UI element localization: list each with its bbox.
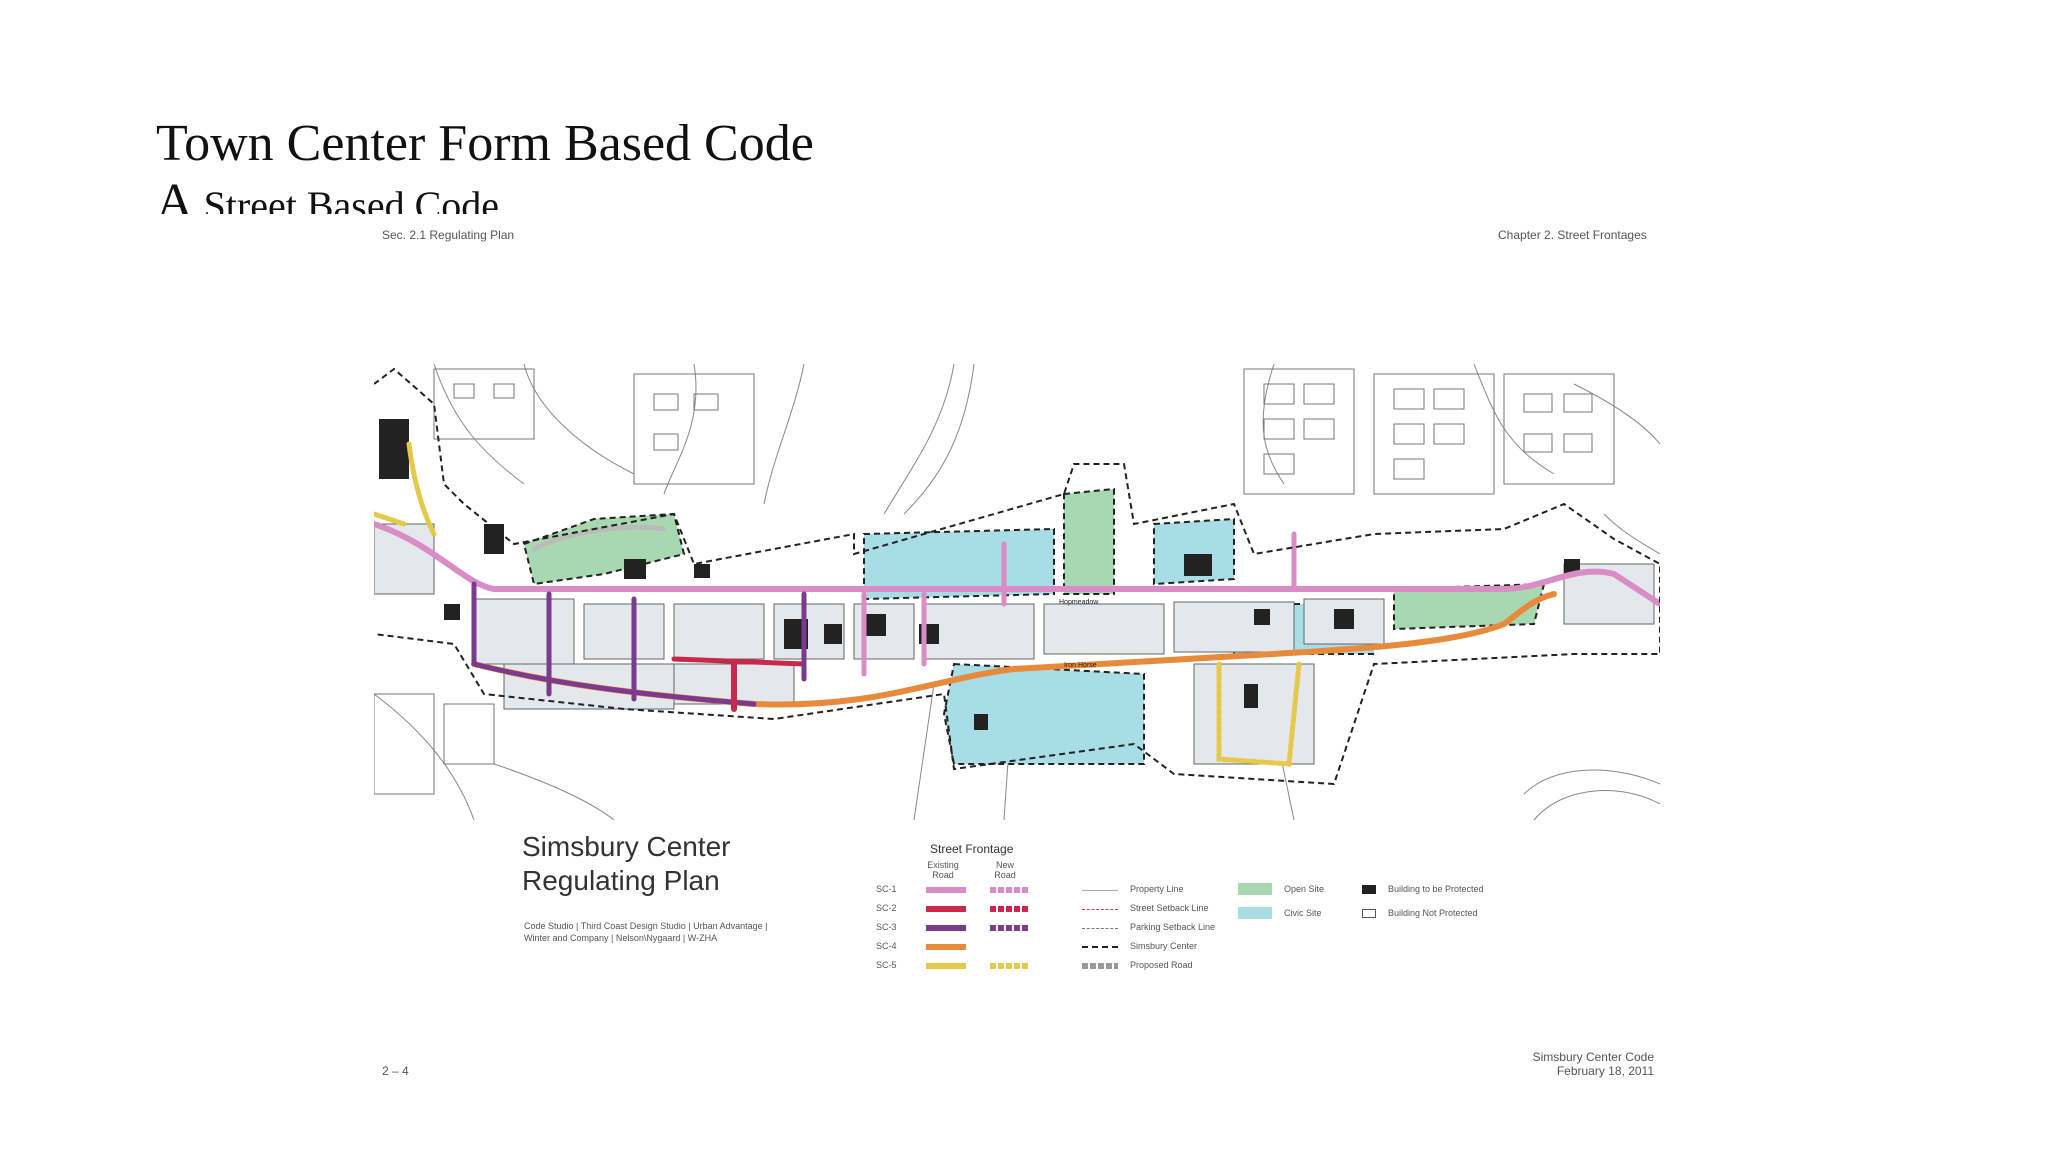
legend-sc3-new-swatch xyxy=(990,925,1028,931)
slide-subtitle: A Street Based Code xyxy=(156,172,499,214)
legend-sc1-existing-swatch xyxy=(926,887,966,893)
page-header-right: Chapter 2. Street Frontages xyxy=(1498,228,1647,242)
legend-sc3-code: SC-3 xyxy=(876,922,897,932)
regulating-plan-map: Hopmeadow Iron Horse xyxy=(374,364,1660,820)
subtitle-rest: Street Based Code xyxy=(193,183,500,214)
legend-sc2-existing-swatch xyxy=(926,906,966,912)
plan-credits-line2: Winter and Company | Nelson\Nygaard | W-… xyxy=(524,933,718,943)
legend-street-setback-label: Street Setback Line xyxy=(1130,903,1209,913)
legend-sc2-new-swatch xyxy=(990,906,1028,912)
legend-not-protected-building-swatch xyxy=(1362,909,1376,918)
plan-credits: Code Studio | Third Coast Design Studio … xyxy=(524,920,844,944)
plan-title-line2: Regulating Plan xyxy=(522,865,720,896)
legend-new-road-header: New Road xyxy=(994,860,1016,880)
plan-title: Simsbury Center Regulating Plan xyxy=(522,830,731,898)
footer-doc-name: Simsbury Center Code xyxy=(1532,1050,1654,1064)
open-sites xyxy=(522,487,1546,631)
legend-not-protected-building-label: Building Not Protected xyxy=(1388,908,1478,918)
subtitle-initial: A xyxy=(156,174,194,214)
legend-street-setback-swatch xyxy=(1082,909,1118,910)
legend-sc4-code: SC-4 xyxy=(876,941,897,951)
legend-sc5-code: SC-5 xyxy=(876,960,897,970)
legend-frontage-title: Street Frontage xyxy=(930,842,1014,856)
legend-existing-road-header: Existing Road xyxy=(927,860,959,880)
map-legend: Street Frontage Existing Road New Road S… xyxy=(870,840,1550,980)
legend-parking-setback-label: Parking Setback Line xyxy=(1130,922,1216,932)
legend-protected-building-swatch xyxy=(1362,885,1376,894)
footer-doc-date: February 18, 2011 xyxy=(1556,1064,1654,1078)
legend-simsbury-center-label: Simsbury Center xyxy=(1130,941,1198,951)
residential-parcels xyxy=(374,368,1615,795)
plan-credits-line1: Code Studio | Third Coast Design Studio … xyxy=(524,921,768,931)
legend-civic-site-swatch xyxy=(1238,907,1272,919)
legend-open-site-swatch xyxy=(1238,883,1272,895)
legend-sc1-new-swatch xyxy=(990,887,1028,893)
legend-sc2-code: SC-2 xyxy=(876,903,897,913)
legend-sc5-existing-swatch xyxy=(926,963,966,969)
legend-sc1-code: SC-1 xyxy=(876,884,897,894)
legend-sc3-existing-swatch xyxy=(926,925,966,931)
legend-protected-building-label: Building to be Protected xyxy=(1388,884,1484,894)
legend-proposed-road-swatch xyxy=(1082,963,1118,969)
street-frontages xyxy=(374,441,1660,767)
legend-parking-setback-swatch xyxy=(1082,928,1118,929)
simsbury-center-boundary xyxy=(374,367,1660,786)
legend-simsbury-center-swatch xyxy=(1082,946,1118,948)
footer-doc-info: Simsbury Center Code February 18, 2011 xyxy=(1533,1050,1654,1078)
street-label-iron-horse: Iron Horse xyxy=(1064,662,1097,669)
slide-title: Town Center Form Based Code xyxy=(156,115,814,172)
page-header-left: Sec. 2.1 Regulating Plan xyxy=(382,228,515,242)
page-number: 2 – 4 xyxy=(382,1064,409,1078)
street-label-hopmeadow: Hopmeadow xyxy=(1059,599,1099,606)
legend-sc5-new-swatch xyxy=(990,963,1028,969)
legend-civic-site-label: Civic Site xyxy=(1284,908,1322,918)
legend-property-line-label: Property Line xyxy=(1130,884,1184,894)
legend-property-line-swatch xyxy=(1082,890,1118,891)
legend-open-site-label: Open Site xyxy=(1284,884,1325,894)
legend-sc4-existing-swatch xyxy=(926,944,966,950)
plan-title-line1: Simsbury Center xyxy=(522,831,731,862)
legend-proposed-road-label: Proposed Road xyxy=(1130,960,1193,970)
